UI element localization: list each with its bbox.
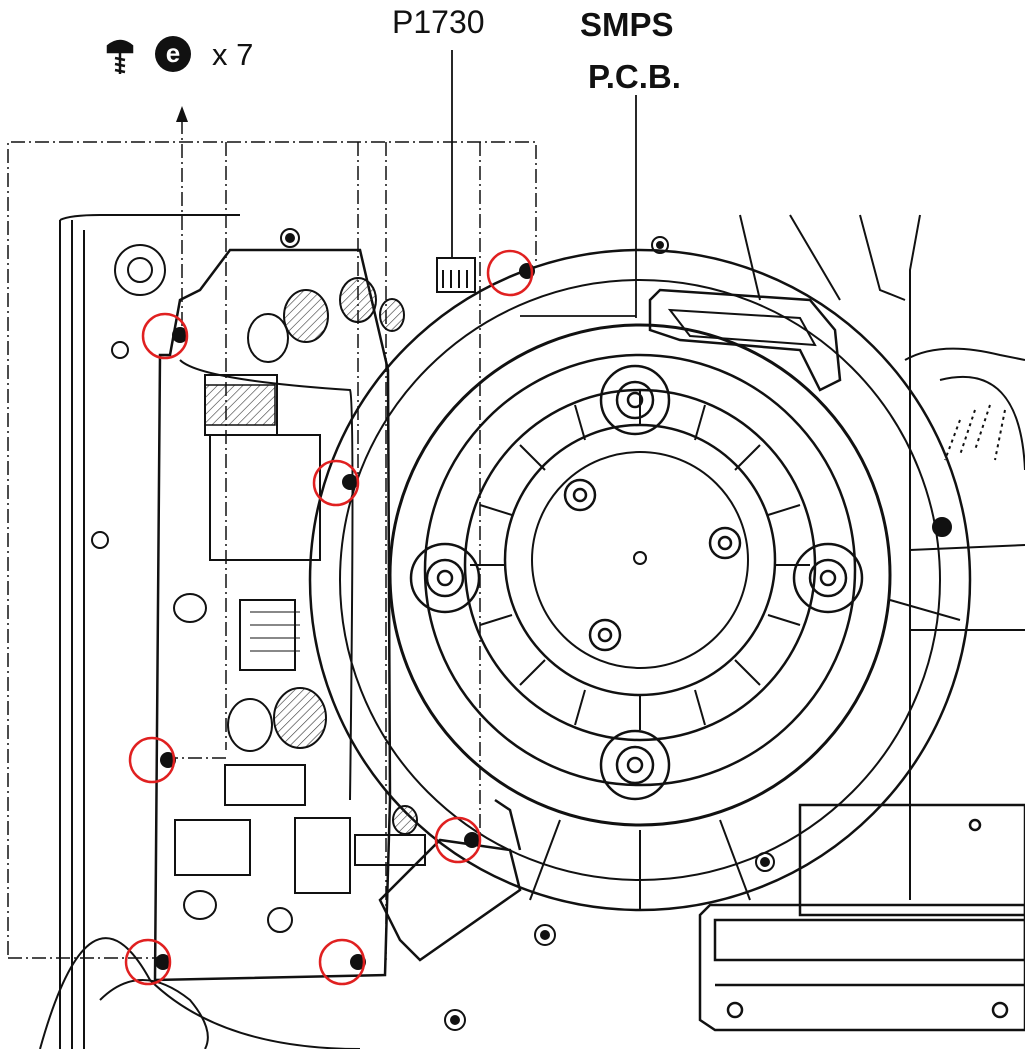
screw-type-badge-icon: e (155, 36, 191, 72)
pcb-screws (155, 263, 535, 970)
chassis-screws (91, 228, 952, 1031)
smps-pcb-board (153, 248, 426, 982)
screw-highlight-circles (124, 249, 534, 986)
screw-count-label: x 7 (212, 37, 254, 72)
arrow-up-icon (176, 106, 188, 122)
lower-right-module (698, 803, 1025, 1032)
leader-lines (451, 50, 637, 318)
fan-housing (308, 248, 1025, 912)
board-label-line2: P.C.B. (588, 58, 681, 95)
screw-icon (106, 39, 134, 74)
connector-bracket (378, 798, 522, 962)
p1730-connector (436, 257, 476, 293)
board-label-line1: SMPS (580, 6, 674, 43)
explode-guide-lines (7, 120, 537, 960)
connector-label-p1730: P1730 (392, 4, 485, 40)
chassis-frame (39, 214, 921, 1050)
